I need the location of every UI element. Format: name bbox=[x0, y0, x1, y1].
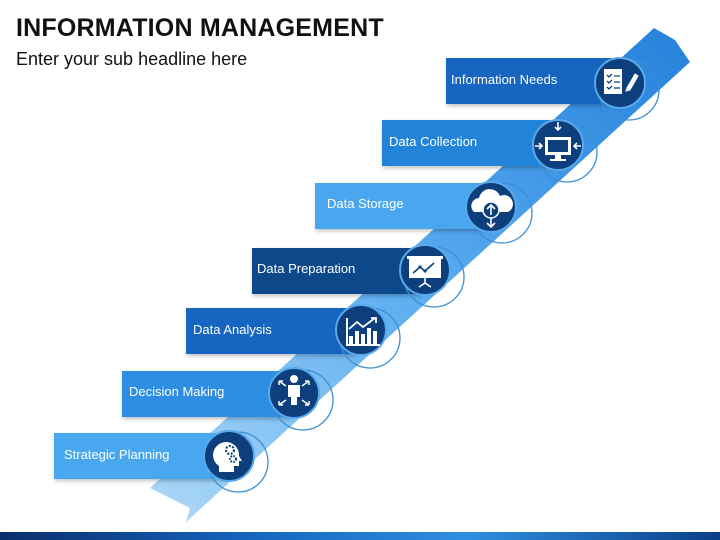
step-label-strategic-planning: Strategic Planning bbox=[64, 447, 170, 462]
presentation-chart-icon bbox=[407, 256, 443, 288]
step-label-data-preparation: Data Preparation bbox=[257, 261, 356, 276]
icon-circle-4 bbox=[399, 244, 451, 296]
step-box-decision-making bbox=[122, 371, 292, 417]
step-label-data-collection: Data Collection bbox=[389, 134, 478, 149]
footer-bar bbox=[0, 532, 720, 540]
step-label-information-needs: Information Needs bbox=[451, 72, 558, 87]
step-box-data-storage bbox=[315, 183, 485, 229]
step-box-data-collection bbox=[382, 120, 552, 166]
bar-chart-trend-icon bbox=[346, 317, 380, 346]
checklist-document-icon bbox=[604, 69, 639, 94]
step-box-information-needs bbox=[446, 58, 616, 104]
monitor-collection-icon bbox=[535, 122, 581, 161]
step-box-data-analysis bbox=[186, 308, 356, 354]
decision-person-icon bbox=[278, 375, 310, 406]
step-label-decision-making: Decision Making bbox=[129, 384, 225, 399]
icon-circle-2 bbox=[532, 119, 584, 171]
icon-circle-7 bbox=[203, 430, 255, 482]
head-gears-icon bbox=[213, 442, 242, 472]
icon-circle-5 bbox=[335, 304, 387, 356]
step-label-data-storage: Data Storage bbox=[327, 196, 404, 211]
page-title: INFORMATION MANAGEMENT bbox=[16, 14, 384, 42]
step-label-data-analysis: Data Analysis bbox=[193, 322, 272, 337]
icon-circle-6 bbox=[268, 367, 320, 419]
page-subtitle: Enter your sub headline here bbox=[16, 49, 248, 69]
icon-circle-3 bbox=[465, 181, 517, 233]
step-box-strategic-planning bbox=[54, 433, 224, 479]
icon-circle-1 bbox=[594, 57, 646, 109]
cloud-upload-icon bbox=[471, 189, 513, 229]
step-box-data-preparation bbox=[252, 248, 422, 294]
